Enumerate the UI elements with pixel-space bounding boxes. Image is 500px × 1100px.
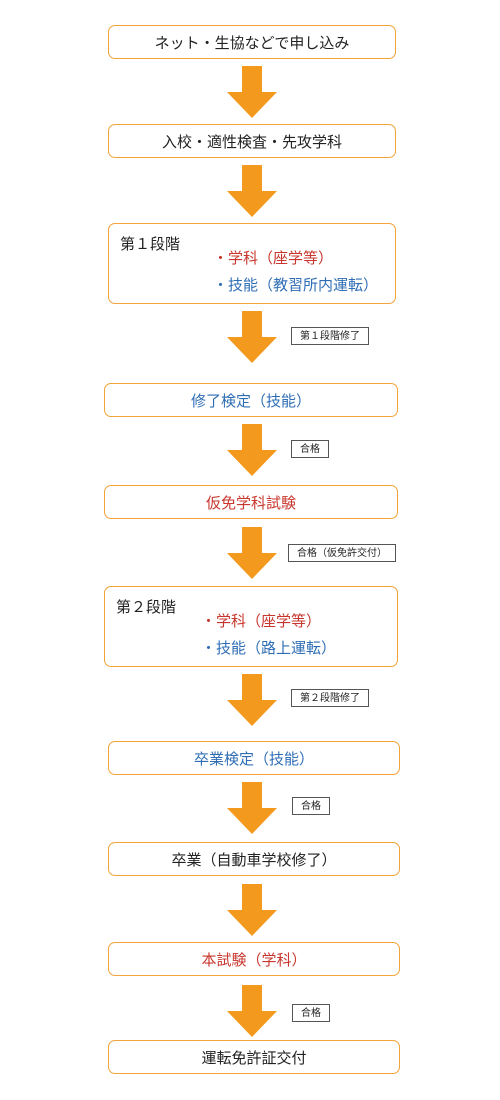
down-arrow-icon: [225, 985, 279, 1039]
step-exam-complete-label: 修了検定（技能）: [190, 391, 311, 410]
step-enroll: 入校・適性検査・先攻学科: [108, 124, 396, 158]
step-main-exam-label: 本試験（学科）: [201, 950, 307, 969]
step-enroll-label: 入校・適性検査・先攻学科: [161, 132, 342, 151]
stage1-item-academic: ・学科（座学等）: [213, 249, 334, 267]
step-apply: ネット・生協などで申し込み: [108, 25, 396, 59]
step-license-label: 運転免許証交付: [201, 1048, 307, 1067]
step-graduation-exam: 卒業検定（技能）: [108, 741, 400, 775]
step-exam-complete: 修了検定（技能）: [104, 383, 398, 417]
tag-pass: 合格: [291, 440, 329, 458]
stage1-item-skill: ・技能（教習所内運転）: [213, 276, 379, 294]
stage1-box: 第１段階 ・学科（座学等） ・技能（教習所内運転）: [108, 223, 396, 304]
down-arrow-icon: [225, 884, 279, 938]
tag-pass-provisional: 合格（仮免許交付）: [288, 544, 396, 562]
down-arrow-icon: [225, 782, 279, 836]
down-arrow-icon: [225, 527, 279, 581]
down-arrow-icon: [225, 165, 279, 219]
tag-stage1-complete: 第１段階修了: [291, 327, 369, 345]
stage2-item-skill: ・技能（路上運転）: [201, 639, 337, 657]
tag-pass: 合格: [292, 797, 330, 815]
down-arrow-icon: [225, 674, 279, 728]
tag-pass: 合格: [292, 1004, 330, 1022]
stage1-title: 第１段階: [120, 235, 181, 253]
step-license: 運転免許証交付: [108, 1040, 400, 1074]
stage2-title: 第２段階: [116, 598, 177, 616]
tag-stage2-complete: 第２段階修了: [291, 689, 369, 707]
down-arrow-icon: [225, 311, 279, 365]
step-provisional-test-label: 仮免学科試験: [205, 493, 296, 512]
step-graduation-label: 卒業（自動車学校修了）: [171, 850, 337, 869]
step-main-exam: 本試験（学科）: [108, 942, 400, 976]
down-arrow-icon: [225, 66, 279, 120]
down-arrow-icon: [225, 424, 279, 478]
stage2-item-academic: ・学科（座学等）: [201, 612, 322, 630]
step-graduation-exam-label: 卒業検定（技能）: [193, 749, 314, 768]
step-apply-label: ネット・生協などで申し込み: [154, 33, 350, 52]
stage2-box: 第２段階 ・学科（座学等） ・技能（路上運転）: [104, 586, 398, 667]
step-provisional-test: 仮免学科試験: [104, 485, 398, 519]
step-graduation: 卒業（自動車学校修了）: [108, 842, 400, 876]
